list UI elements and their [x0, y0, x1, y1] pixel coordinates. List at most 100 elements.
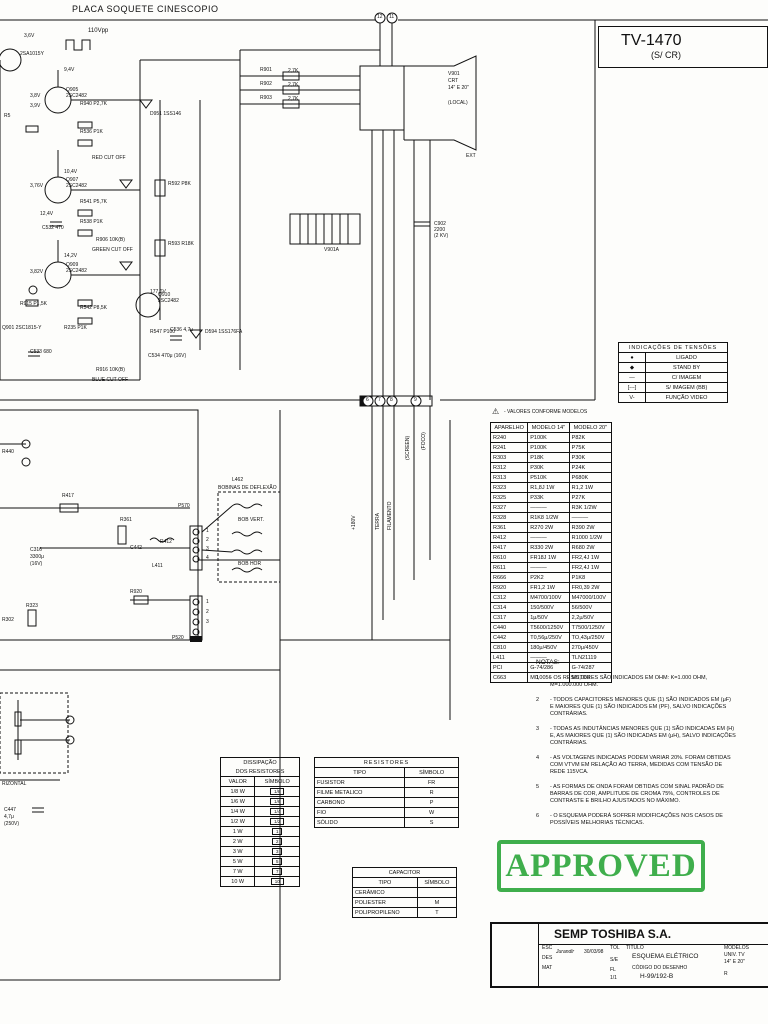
- drawing-date: 30/03/98: [584, 949, 604, 955]
- ref-c316: C316: [30, 547, 42, 553]
- model-table-part: C312: [489, 592, 529, 603]
- drawing-title: ESQUEMA ELÉTRICO: [632, 953, 699, 960]
- capacitor-types-title: CAPACITOR: [352, 867, 457, 878]
- tension-symbol: V-: [618, 392, 646, 403]
- tension-text: FUNÇÃO VIDEO: [645, 392, 728, 403]
- model-table-value: ———: [527, 532, 570, 543]
- approved-stamp: APPROVED: [497, 840, 705, 892]
- tension-symbol: —: [618, 372, 646, 383]
- model-table-value: ———: [568, 512, 613, 523]
- model-table-part: R312: [489, 462, 529, 473]
- resistor-type-name: SÓLIDO: [313, 817, 406, 828]
- dissipation-value: 1/8 W: [219, 786, 256, 797]
- voltage-4: 3,9V: [30, 103, 41, 109]
- deflection-ref: L462: [232, 477, 244, 483]
- model-table-value: ———: [527, 502, 570, 513]
- voltage-10: 177,6V: [150, 289, 166, 295]
- ref-r417: R417: [62, 493, 74, 499]
- cap-c902-value: 2200: [434, 227, 446, 233]
- model-table-value: T0,56μ/250V: [527, 632, 570, 643]
- horizontal-label: RIZONTAL: [2, 781, 27, 787]
- waveform-label: 110Vpp: [88, 28, 109, 34]
- model-table-value: P680K: [568, 472, 613, 483]
- tension-row: [---]S/ IMAGEM (BB): [618, 382, 728, 393]
- green-cutoff-label: GREEN CUT OFF: [92, 247, 133, 253]
- model-table-part: R361: [489, 522, 529, 533]
- resistor-symbol-label: 1/8: [270, 787, 285, 795]
- model-table-value: R1K8 1/2W: [527, 512, 570, 523]
- capacitor-types-header: SÍMBOLO: [416, 877, 458, 888]
- model-number: TV-1470: [621, 32, 682, 49]
- model-sub: (S/ CR): [651, 50, 681, 60]
- tension-text: LIGADO: [645, 352, 728, 363]
- note-text: - TODOS CAPACITORES MENORES QUE (1) SÃO …: [550, 696, 731, 717]
- models-label: MODELOS: [724, 945, 750, 951]
- tension-text: S/ IMAGEM (BB): [645, 382, 728, 393]
- model-table-part: C810: [489, 642, 529, 653]
- ref-d594: D594 1SS176FA: [205, 329, 243, 335]
- transistor-q909: Q909: [66, 262, 79, 268]
- title-block: SEMP TOSHIBA S.A. ESC DES MAT Jurandir 3…: [490, 922, 768, 988]
- material-label: MAT: [542, 965, 553, 971]
- model-table-value: M4700/100V: [527, 592, 570, 603]
- p520-pin: 3: [206, 619, 209, 625]
- resistor-symbol-icon: 10: [254, 876, 300, 887]
- model-table-value: R1,8J 1W: [527, 482, 570, 493]
- model-table-part: R327: [489, 502, 529, 513]
- ref-l411: L411: [152, 563, 163, 569]
- note-text: - TODAS AS INDUTÂNCIAS MENORES QUE (1) S…: [550, 725, 736, 746]
- wire-label-terra: TERRA: [375, 513, 381, 530]
- vertical-coil-label: BOB VERT.: [238, 517, 265, 523]
- dissipation-value: 7 W: [219, 866, 256, 877]
- model-table-header: MODELO 20": [568, 422, 613, 433]
- resistor-symbol-icon: 1/2: [254, 816, 300, 827]
- tension-text: C/ IMAGEM: [645, 372, 728, 383]
- capacitor-type-symbol: T: [416, 907, 458, 918]
- transistor-q910-type: 2SC2482: [158, 298, 179, 304]
- capacitor-type-name: POLIPROPILENO: [352, 907, 418, 918]
- designer-name: Jurandir: [556, 949, 575, 955]
- scale-value: S/E: [610, 957, 619, 963]
- model-table-value: R1000 1/2W: [568, 532, 613, 543]
- note-item: 4- AS VOLTAGENS INDICADAS PODEM VARIAR 2…: [536, 755, 736, 776]
- models-size: 14" E 20": [724, 959, 745, 965]
- ref-r302: R302: [2, 617, 14, 623]
- note-item: 5- AS FORMAS DE ONDA FORAM OBTIDAS COM S…: [536, 784, 736, 805]
- transistor-q907-type: 2SC2482: [66, 183, 87, 189]
- resistor-type-symbol: FR: [404, 777, 459, 788]
- model-table-value: R680 2W: [568, 542, 613, 553]
- dissipation-row: 1/8 W 1/8: [219, 786, 300, 797]
- model-table-value: 2,2μ/50V: [568, 612, 613, 623]
- voltage-6: 3,76V: [30, 183, 44, 189]
- ref-r547: R547 P100: [150, 329, 176, 335]
- voltage-1: 3,6V: [24, 33, 35, 39]
- model-table-value: FR0,39 2W: [568, 582, 613, 593]
- model-table-part: C663: [489, 672, 529, 683]
- revision-label: R: [724, 971, 728, 977]
- capacitor-type-row: CERÂMICO: [352, 887, 458, 898]
- resistor-r902: R902: [260, 81, 272, 87]
- model-table-part: R328: [489, 512, 529, 523]
- ref-r235: R235 P1K: [64, 325, 87, 331]
- connector-pin-11: 11: [389, 14, 395, 20]
- model-table-part: C442: [489, 632, 529, 643]
- note-number: 3: [536, 725, 540, 732]
- note-text: - AS FORMAS DE ONDA FORAM OBTIDAS COM SI…: [550, 783, 724, 804]
- dissipation-value: 1 W: [219, 826, 256, 837]
- model-table-part: R610: [489, 552, 529, 563]
- model-table-value: M0,068: [568, 672, 613, 683]
- transistor-q905-type: 2SC2482: [66, 93, 87, 99]
- model-table-value: FR18J 1W: [527, 552, 570, 563]
- resistor-symbol-icon: 1: [254, 826, 300, 837]
- resistor-types-title: RESISTORES: [314, 757, 459, 768]
- ref-r440: R440: [2, 449, 14, 455]
